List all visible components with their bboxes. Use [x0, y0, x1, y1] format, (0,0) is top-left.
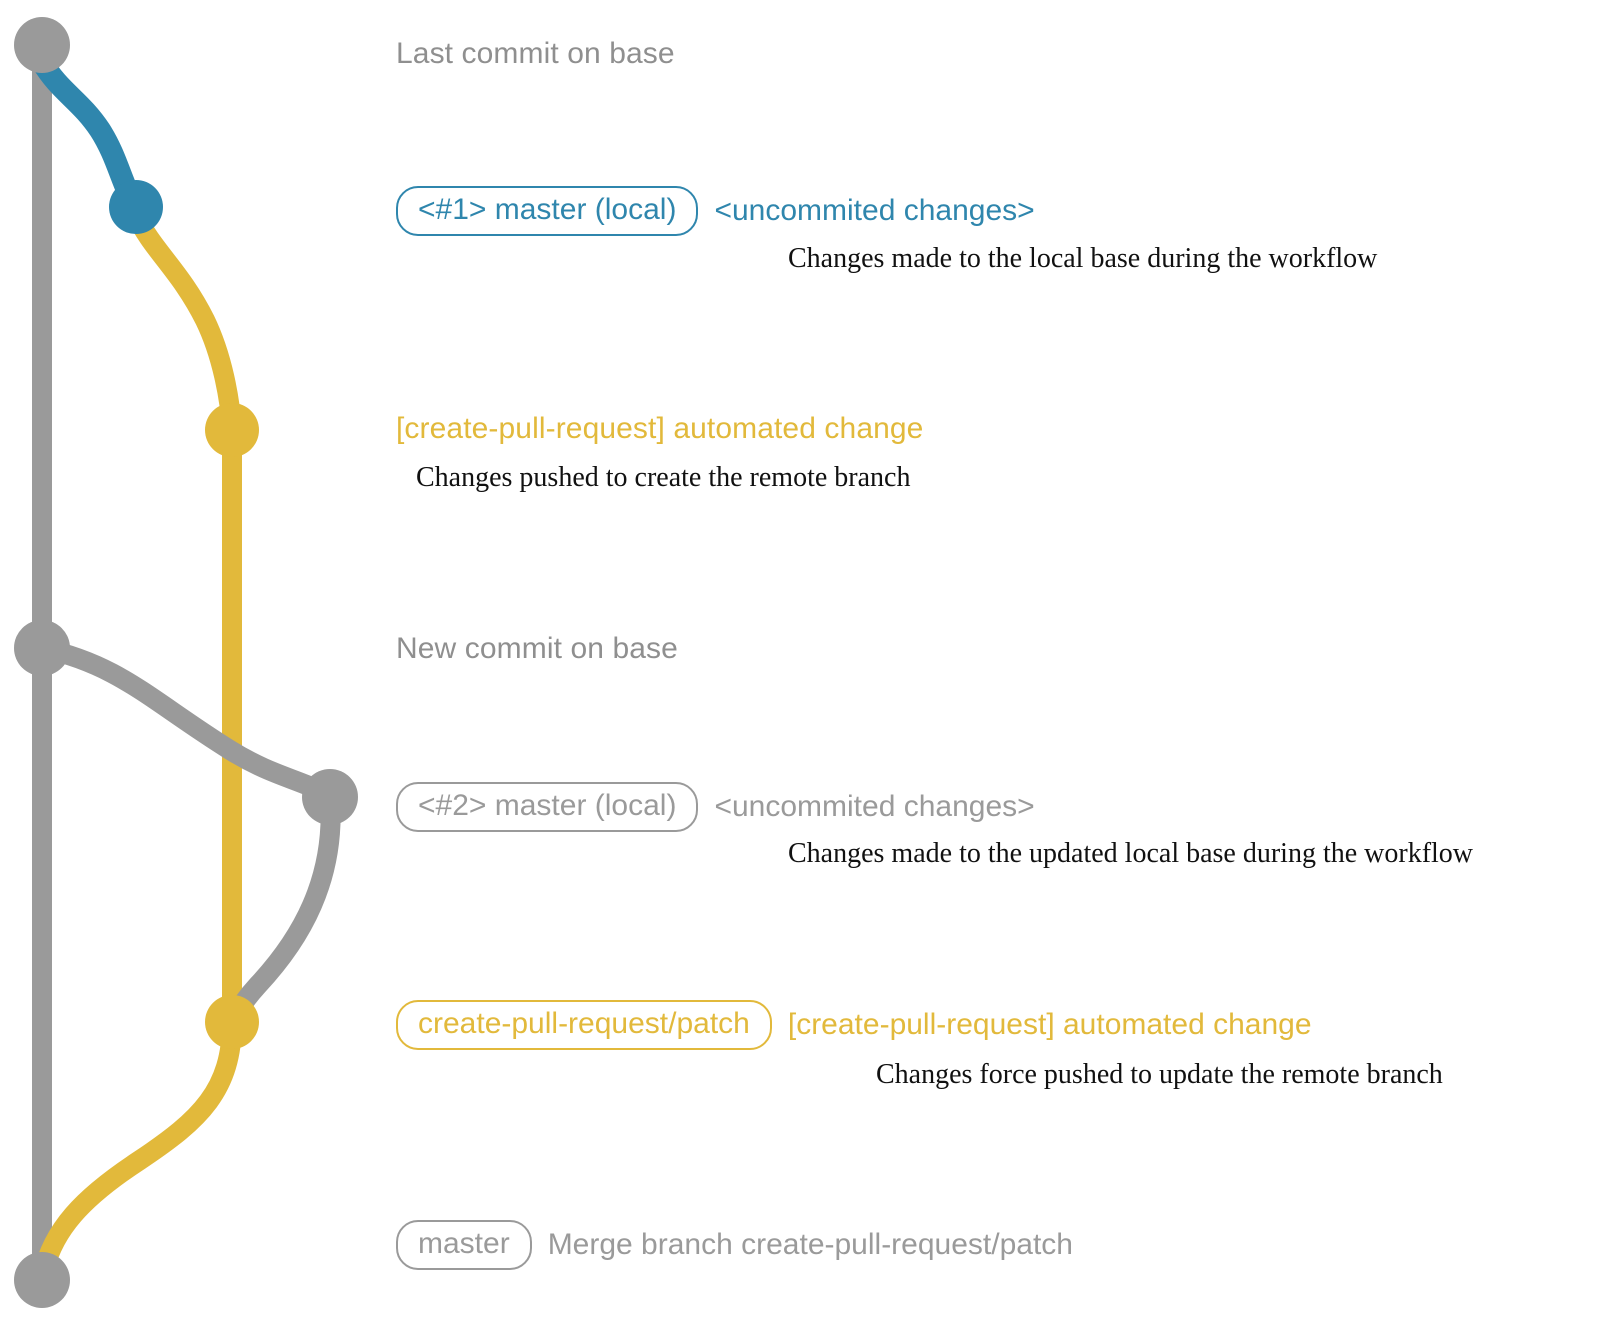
badge-local-master-1[interactable]: <#1> master (local) — [396, 186, 699, 236]
local-1-description: Changes made to the local base during th… — [788, 243, 1378, 274]
row-last-commit-on-base: Last commit on base — [396, 37, 675, 71]
node-patch-commit-2 — [205, 995, 259, 1049]
patch2-to-merge-curve — [32, 1012, 242, 1290]
automated-change-2-message: [create-pull-request] automated change — [787, 1008, 1312, 1041]
automated-change-1-description: Changes pushed to create the remote bran… — [416, 462, 911, 493]
row-new-commit-on-base: New commit on base — [396, 632, 678, 666]
row-automated-change-1: [create-pull-request] automated change — [396, 412, 923, 446]
row-local-commit-1: <#1> master (local) <uncommited changes> — [396, 186, 1035, 236]
git-graph — [14, 17, 358, 1308]
badge-local-master-2[interactable]: <#2> master (local) — [396, 782, 699, 832]
local-2-label-line: <#2> master (local) <uncommited changes> — [396, 782, 1035, 832]
local-1-message: <uncommited changes> — [714, 194, 1035, 227]
node-new-commit-on-base — [14, 620, 70, 676]
node-local-commit-2 — [302, 769, 358, 825]
local-2-description: Changes made to the updated local base d… — [788, 838, 1474, 869]
node-local-commit-1 — [109, 180, 163, 234]
base-to-local2-curve — [32, 638, 340, 807]
local1-to-patch1-curve — [126, 205, 242, 440]
automated-change-1-caption: [create-pull-request] automated change — [396, 412, 924, 445]
last-commit-caption: Last commit on base — [396, 37, 675, 70]
local-2-message: <uncommited changes> — [714, 790, 1035, 823]
merge-label-line: master Merge branch create-pull-request/… — [396, 1220, 1073, 1270]
row-merge-commit: master Merge branch create-pull-request/… — [396, 1220, 1073, 1270]
new-commit-caption: New commit on base — [396, 632, 678, 665]
badge-create-pull-request-patch[interactable]: create-pull-request/patch — [396, 1000, 772, 1050]
row-local-commit-2: <#2> master (local) <uncommited changes> — [396, 782, 1035, 832]
node-patch-commit-1 — [205, 403, 259, 457]
local-1-label-line: <#1> master (local) <uncommited changes> — [396, 186, 1035, 236]
merge-message: Merge branch create-pull-request/patch — [547, 1228, 1073, 1261]
node-last-commit-on-base — [14, 17, 70, 73]
automated-change-2-label-line: create-pull-request/patch [create-pull-r… — [396, 1000, 1312, 1050]
row-automated-change-2: create-pull-request/patch [create-pull-r… — [396, 1000, 1312, 1050]
badge-master[interactable]: master — [396, 1220, 532, 1270]
node-merge-commit-master — [14, 1252, 70, 1308]
automated-change-2-description: Changes force pushed to update the remot… — [876, 1059, 1443, 1090]
